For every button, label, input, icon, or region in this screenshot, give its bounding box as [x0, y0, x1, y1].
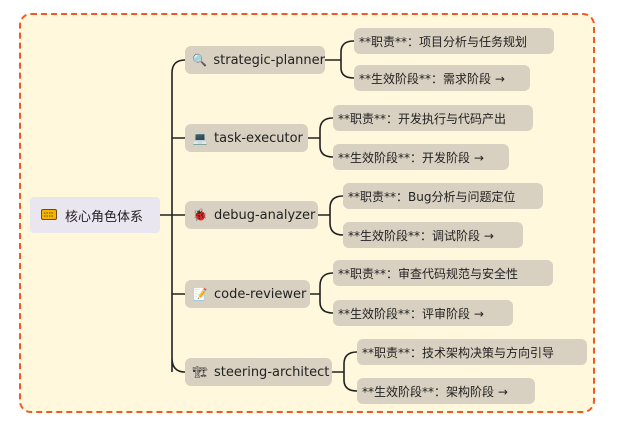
leaf-node-stage[interactable]: **生效阶段**：架构阶段 →	[357, 378, 535, 404]
link-branch-2-leaves	[308, 117, 334, 158]
branch-node-task-executor[interactable]: 💻 task-executor	[185, 124, 308, 152]
branch-label: code-reviewer	[214, 286, 307, 302]
link-root-to-branches	[160, 59, 186, 373]
laptop-icon: 💻	[192, 131, 208, 145]
leaf-label: **生效阶段**：开发阶段 →	[338, 150, 484, 165]
leaf-label: **生效阶段**：需求阶段 →	[359, 71, 505, 86]
leaf-node-responsibility[interactable]: **职责**：项目分析与任务规划	[354, 28, 554, 54]
bug-icon: 🐞	[192, 208, 208, 222]
link-branch-3-leaves	[318, 195, 344, 236]
link-branch-1-leaves	[325, 40, 355, 79]
leaf-label: **职责**：审查代码规范与安全性	[338, 266, 519, 281]
leaf-label: **职责**：Bug分析与问题定位	[348, 189, 516, 204]
branch-node-code-reviewer[interactable]: 📝 code-reviewer	[185, 280, 310, 308]
leaf-label: **职责**：开发执行与代码产出	[338, 111, 507, 126]
leaf-node-stage[interactable]: **生效阶段**：需求阶段 →	[354, 65, 530, 91]
link-branch-5-leaves	[332, 351, 358, 392]
branch-node-debug-analyzer[interactable]: 🐞 debug-analyzer	[185, 201, 318, 229]
branch-label: strategic-planner	[213, 52, 325, 68]
leaf-node-responsibility[interactable]: **职责**：审查代码规范与安全性	[333, 260, 553, 286]
branch-label: steering-architect	[214, 364, 330, 380]
branch-label: debug-analyzer	[214, 207, 316, 223]
leaf-node-stage[interactable]: **生效阶段**：开发阶段 →	[333, 144, 509, 170]
link-branch-4-leaves	[310, 272, 334, 314]
leaf-node-responsibility[interactable]: **职责**：技术架构决策与方向引导	[357, 339, 587, 365]
leaf-label: **生效阶段**：评审阶段 →	[338, 306, 484, 321]
leaf-node-stage[interactable]: **生效阶段**：调试阶段 →	[343, 222, 523, 248]
magnifier-icon: 🔍	[192, 53, 208, 67]
branch-node-steering-architect[interactable]: 🏗 steering-architect	[185, 358, 332, 386]
building-icon: 🏗	[192, 365, 208, 379]
leaf-node-responsibility[interactable]: **职责**：开发执行与代码产出	[333, 105, 533, 131]
leaf-label: **职责**：项目分析与任务规划	[359, 34, 528, 49]
leaf-label: **生效阶段**：架构阶段 →	[362, 384, 508, 399]
memo-icon: 📝	[192, 287, 208, 301]
folder-icon	[41, 208, 57, 223]
branch-label: task-executor	[214, 130, 303, 146]
branch-node-strategic-planner[interactable]: 🔍 strategic-planner	[185, 46, 325, 74]
leaf-node-responsibility[interactable]: **职责**：Bug分析与问题定位	[343, 183, 543, 209]
root-label: 核心角色体系	[65, 209, 144, 225]
leaf-label: **生效阶段**：调试阶段 →	[348, 228, 494, 243]
root-node[interactable]: 核心角色体系	[30, 197, 160, 233]
leaf-label: **职责**：技术架构决策与方向引导	[362, 345, 555, 360]
leaf-node-stage[interactable]: **生效阶段**：评审阶段 →	[333, 300, 513, 326]
